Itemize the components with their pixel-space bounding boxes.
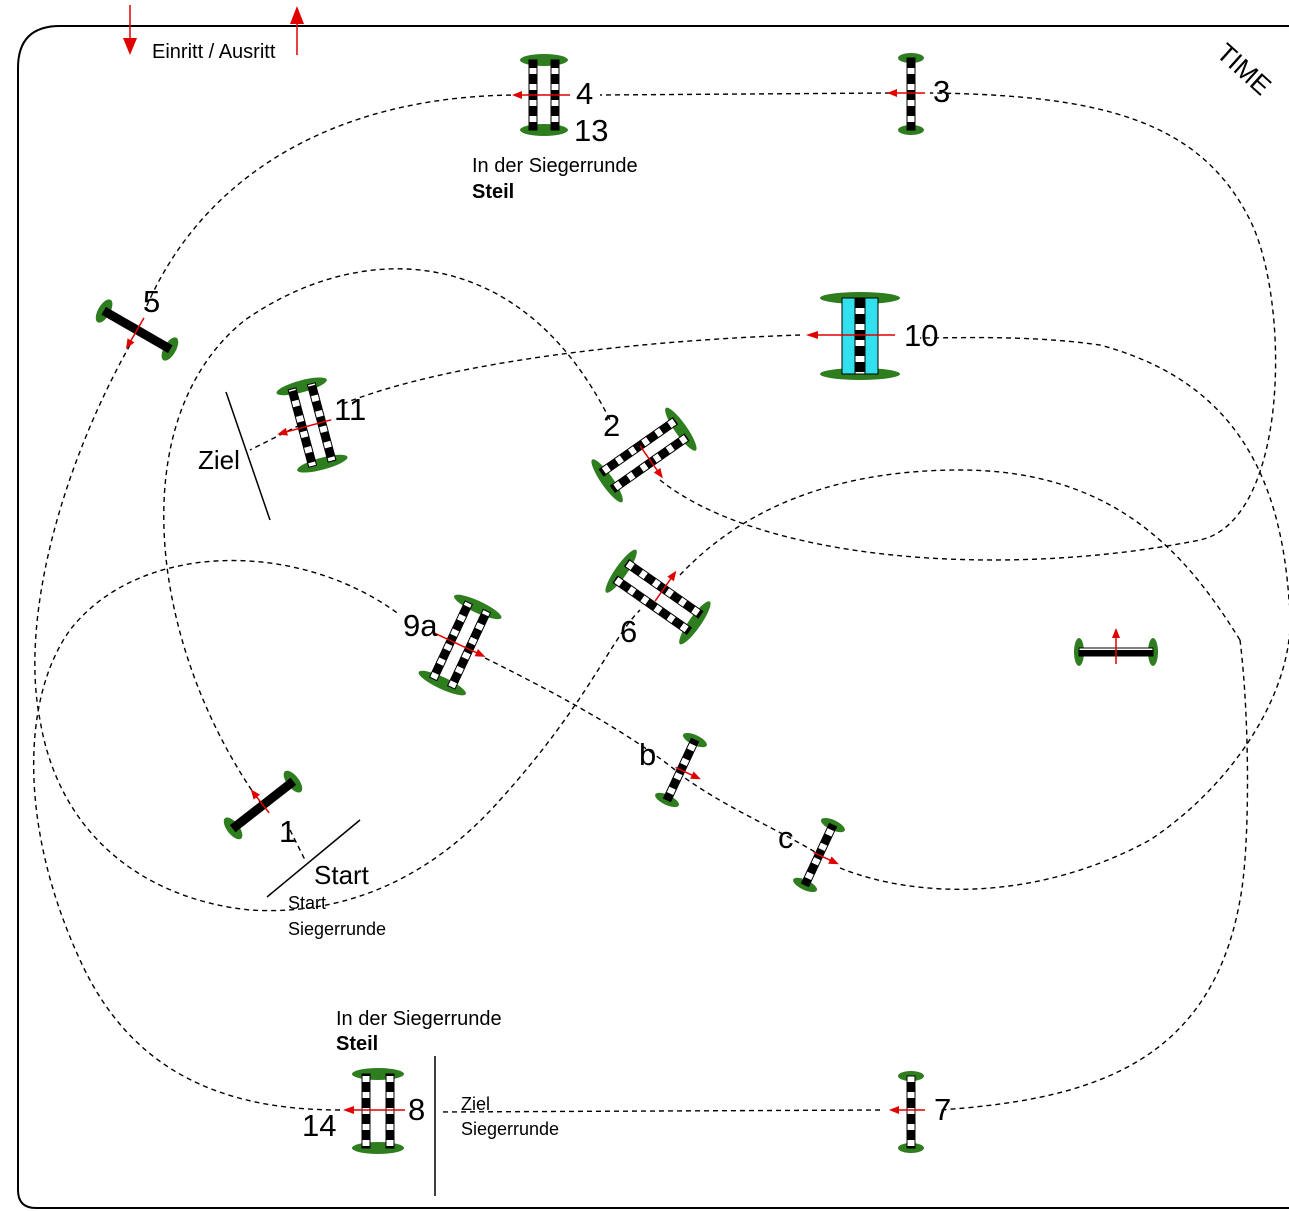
fence-4-13 [512, 54, 570, 136]
finish-line [225, 391, 271, 521]
entry-exit-label: Einritt / Ausritt [152, 41, 276, 63]
fence-number-7: 7 [934, 1092, 951, 1127]
fence-8-14 [343, 1068, 405, 1154]
fence-c [793, 817, 845, 893]
fence-number-1: 1 [279, 814, 296, 849]
fence-number-10: 10 [904, 318, 938, 353]
fence-number-2: 2 [603, 408, 620, 443]
start-line [266, 819, 361, 898]
note-top-line2: Steil [472, 181, 514, 203]
fence-11 [276, 377, 348, 473]
time-label: TIME [1211, 37, 1277, 101]
note-bottom-line1: In der Siegerrunde [336, 1008, 502, 1030]
finish-label: Ziel [198, 445, 240, 475]
fence-9a [418, 594, 502, 696]
fence-label-b: b [639, 737, 656, 772]
fence-6 [605, 549, 711, 645]
fence-1 [223, 770, 303, 840]
fence-3 [887, 53, 925, 135]
fence-number-13: 13 [574, 113, 608, 148]
fence-number-3: 3 [933, 74, 950, 109]
entry-arrow [123, 5, 137, 55]
fence-number-14: 14 [302, 1108, 336, 1143]
start-jumpoff-line2: Siegerrunde [288, 919, 386, 939]
fence-number-5: 5 [143, 284, 160, 319]
course-route [32, 92, 1289, 1113]
exit-arrow [290, 6, 304, 55]
fence-number-4: 4 [576, 76, 593, 111]
arena-border [17, 25, 1289, 1209]
fence-label-c: c [778, 820, 794, 855]
start-label: Start [314, 860, 370, 890]
note-top-line1: In der Siegerrunde [472, 155, 638, 177]
practice-fence [1074, 628, 1158, 666]
fence-7 [889, 1071, 925, 1153]
finish-jumpoff-line1: Ziel [461, 1094, 490, 1114]
fence-number-6: 6 [620, 614, 637, 649]
start-jumpoff-line1: Start [288, 893, 326, 913]
fence-5 [95, 299, 179, 361]
fence-2 [591, 407, 697, 503]
fence-number-8: 8 [408, 1092, 425, 1127]
fence-10-water [806, 292, 900, 380]
note-bottom-line2: Steil [336, 1033, 378, 1055]
fence-b [655, 732, 707, 808]
fence-number-11: 11 [334, 392, 366, 427]
finish-jumpoff-line2: Siegerrunde [461, 1119, 559, 1139]
fence-number-9a: 9a [403, 608, 438, 643]
